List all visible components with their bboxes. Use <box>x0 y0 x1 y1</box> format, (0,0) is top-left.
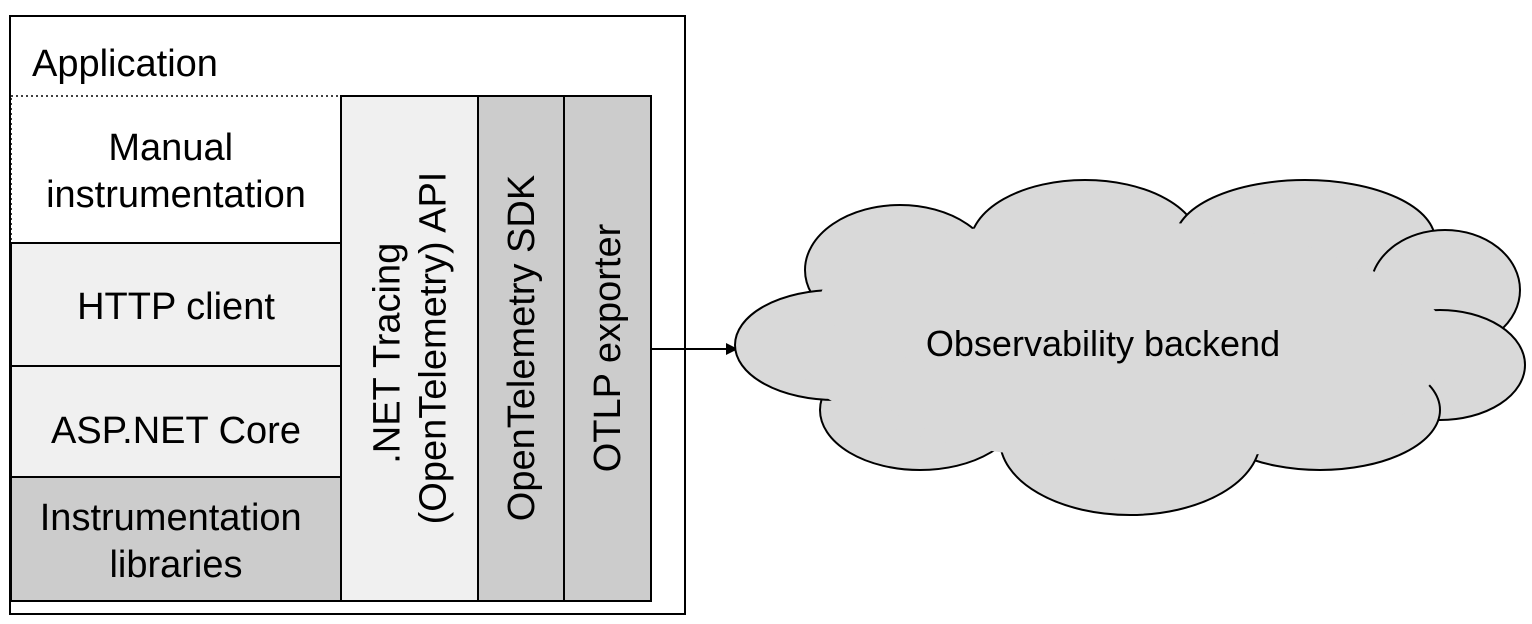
instrumentation-libraries-label: Instrumentation libraries <box>40 497 312 586</box>
manual-instrumentation-box <box>10 95 342 244</box>
tracing-api-label: .NET Tracing (OpenTelemetry) API <box>367 172 455 525</box>
otlp-exporter-column <box>563 95 652 602</box>
http-client-label: HTTP client <box>77 286 275 328</box>
instrumentation-libraries-box <box>10 476 342 602</box>
otlp-exporter-label: OTLP exporter <box>587 223 629 472</box>
otel-sdk-label: OpenTelemetry SDK <box>501 175 543 521</box>
observability-backend-cloud: Observability backend <box>734 179 1526 516</box>
observability-backend-label: Observability backend <box>926 323 1280 364</box>
aspnet-core-label: ASP.NET Core <box>51 410 301 452</box>
manual-instrumentation-label: Manual instrumentation <box>46 127 306 216</box>
tracing-api-column <box>340 95 479 602</box>
application-label: Application <box>32 43 218 85</box>
